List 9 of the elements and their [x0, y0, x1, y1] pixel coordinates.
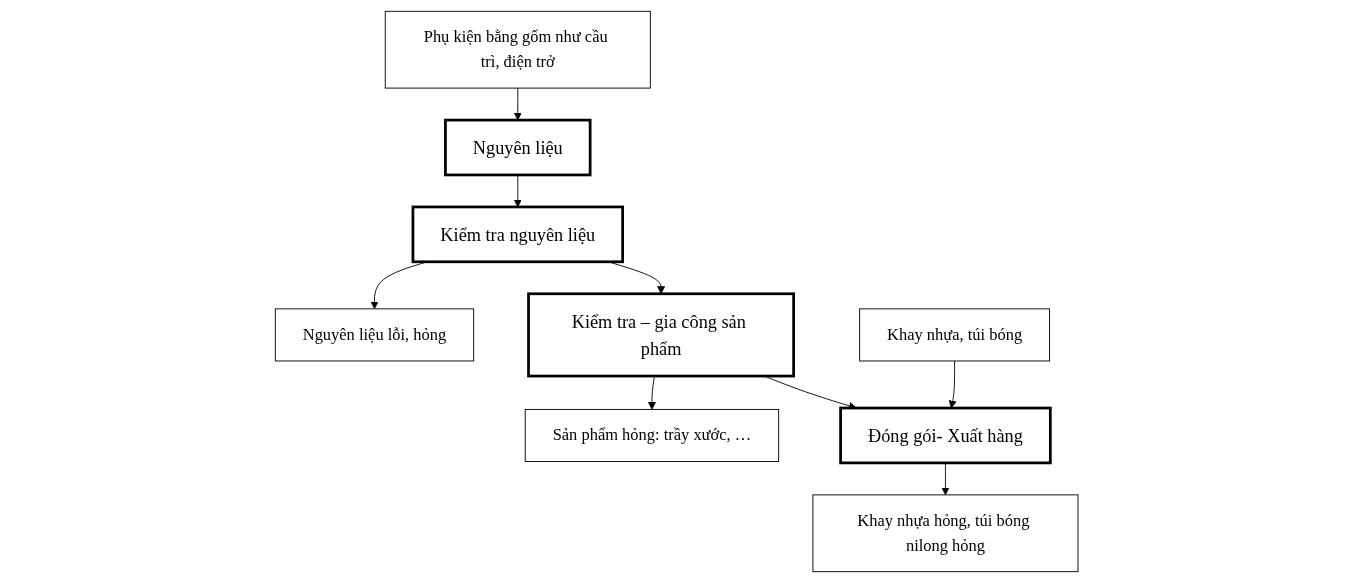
- node-box: Nguyên liệu lỗi, hỏng: [275, 308, 475, 362]
- node-box: Khay nhựa hỏng, túi bóng nilong hỏng: [812, 494, 1079, 573]
- node-box: Sản phẩm hỏng: trầy xước, …: [525, 408, 780, 462]
- node-box: Phụ kiện bằng gốm như cầu trì, điện trở: [385, 10, 652, 89]
- node-box: Kiểm tra – gia công sản phẩm: [527, 292, 796, 378]
- node-box: Đóng gói- Xuất hàng: [839, 406, 1052, 465]
- node-box: Nguyên liệu: [444, 118, 592, 177]
- node-box: Khay nhựa, túi bóng: [859, 308, 1051, 362]
- node-box: Kiểm tra nguyên liệu: [411, 205, 625, 264]
